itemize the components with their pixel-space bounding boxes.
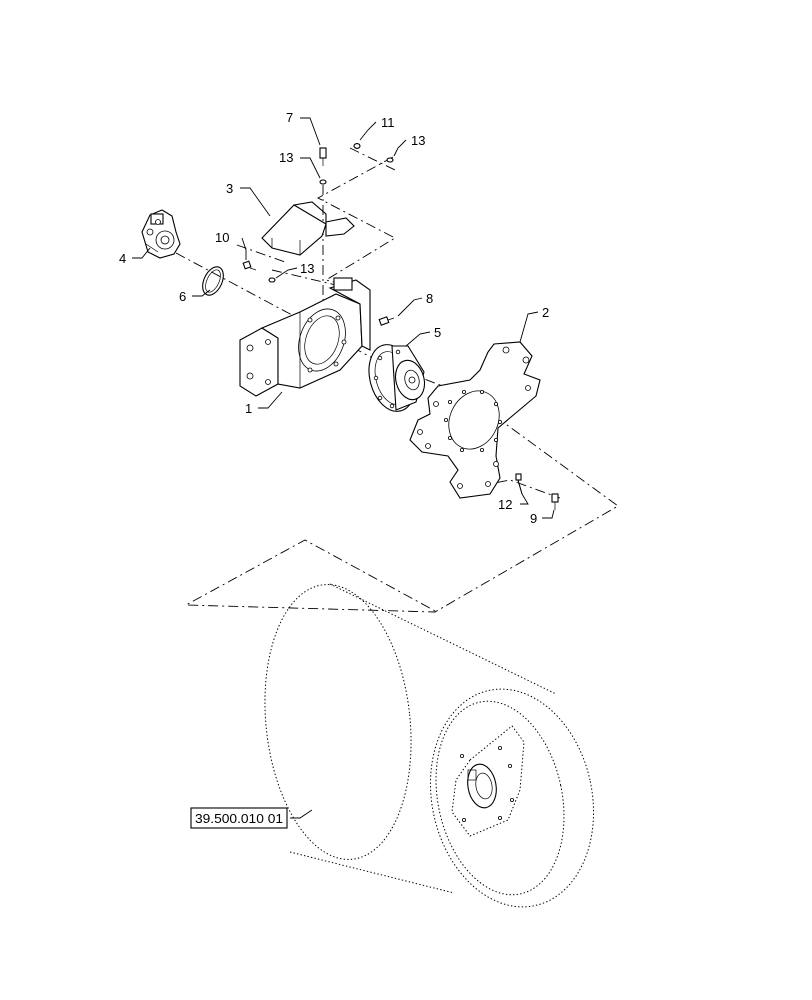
callout-12: 12 <box>498 497 512 512</box>
callout-4: 4 <box>119 251 126 266</box>
hydraulic-motor <box>141 209 181 259</box>
callout-9: 9 <box>530 511 537 526</box>
callout-7: 7 <box>286 110 293 125</box>
callout-11: 11 <box>381 115 395 130</box>
fasteners <box>242 143 559 510</box>
drive-gearbox <box>368 344 426 412</box>
cover-plate <box>261 201 355 256</box>
callout-1: 1 <box>245 401 252 416</box>
drum-hub-plate <box>409 341 541 499</box>
callout-8: 8 <box>426 291 433 306</box>
reference-box-label: 39.500.010 01 <box>195 811 283 826</box>
callout-2: 2 <box>542 305 549 320</box>
snap-ring <box>202 266 224 296</box>
callout-5: 5 <box>434 325 441 340</box>
callout-13-right: 13 <box>411 133 425 148</box>
callout-13-top: 13 <box>279 150 293 165</box>
callout-6: 6 <box>179 289 186 304</box>
mounting-bracket <box>239 277 371 397</box>
callout-13-mid: 13 <box>300 261 314 276</box>
callout-labels: 7 13 11 13 3 10 4 13 6 8 2 5 1 12 9 <box>119 110 549 526</box>
callout-3: 3 <box>226 181 233 196</box>
callout-10: 10 <box>215 230 229 245</box>
roller-drum <box>264 583 595 908</box>
leader-lines <box>132 117 555 819</box>
reference-box: 39.500.010 01 <box>190 807 288 829</box>
